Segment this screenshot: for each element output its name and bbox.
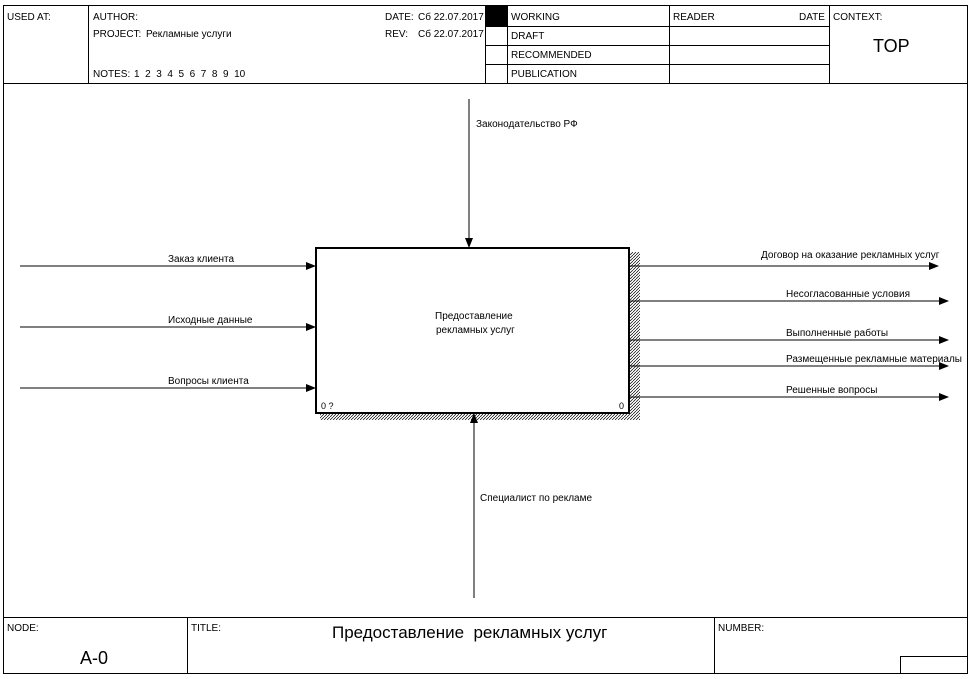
input-label: Заказ клиента bbox=[168, 254, 235, 265]
reader-date-label: DATE bbox=[799, 12, 825, 23]
status-publication: PUBLICATION bbox=[511, 69, 577, 80]
activity-name-line1: Предоставление bbox=[435, 311, 513, 322]
activity-box-number-right: 0 bbox=[619, 401, 625, 411]
status-recommended: RECOMMENDED bbox=[511, 50, 592, 61]
date-label: DATE: bbox=[385, 12, 414, 23]
status-draft: DRAFT bbox=[511, 31, 545, 42]
mechanism-label: Специалист по рекламе bbox=[480, 493, 593, 504]
output-label: Размещенные рекламные материалы bbox=[786, 354, 962, 365]
diagram-title: Предоставление рекламных услуг bbox=[332, 623, 608, 642]
project-value: Рекламные услуги bbox=[146, 29, 232, 40]
input-label: Исходные данные bbox=[168, 315, 253, 326]
activity-name-line2: рекламных услуг bbox=[436, 325, 515, 336]
output-label: Решенные вопросы bbox=[786, 385, 878, 396]
project-label: PROJECT: bbox=[93, 29, 142, 40]
activity-box-number-left: 0 ? bbox=[321, 401, 334, 411]
number-label: NUMBER: bbox=[718, 623, 765, 634]
context-value: TOP bbox=[873, 36, 910, 56]
working-status-marker bbox=[486, 6, 507, 26]
notes-label: NOTES: bbox=[93, 69, 131, 80]
title-label: TITLE: bbox=[191, 623, 222, 634]
output-label: Выполненные работы bbox=[786, 328, 889, 339]
rev-value: Сб 22.07.2017 bbox=[418, 29, 484, 40]
notes-values: 1 2 3 4 5 6 7 8 9 10 bbox=[134, 69, 246, 80]
node-label: NODE: bbox=[7, 623, 39, 634]
control-label: Законодательство РФ bbox=[476, 119, 578, 130]
rev-label: REV: bbox=[385, 29, 408, 40]
activity-box[interactable] bbox=[315, 247, 630, 414]
context-label: CONTEXT: bbox=[833, 12, 883, 23]
reader-label: READER bbox=[673, 12, 715, 23]
status-working: WORKING bbox=[511, 12, 560, 23]
node-value: A-0 bbox=[80, 648, 109, 668]
author-label: AUTHOR: bbox=[93, 12, 138, 23]
input-label: Вопросы клиента bbox=[168, 376, 249, 387]
footer-number-box bbox=[900, 656, 968, 674]
used-at-label: USED AT: bbox=[7, 12, 51, 23]
output-label: Несогласованные условия bbox=[786, 289, 910, 300]
output-label: Договор на оказание рекламных услуг bbox=[761, 250, 940, 261]
date-value: Сб 22.07.2017 bbox=[418, 12, 484, 23]
